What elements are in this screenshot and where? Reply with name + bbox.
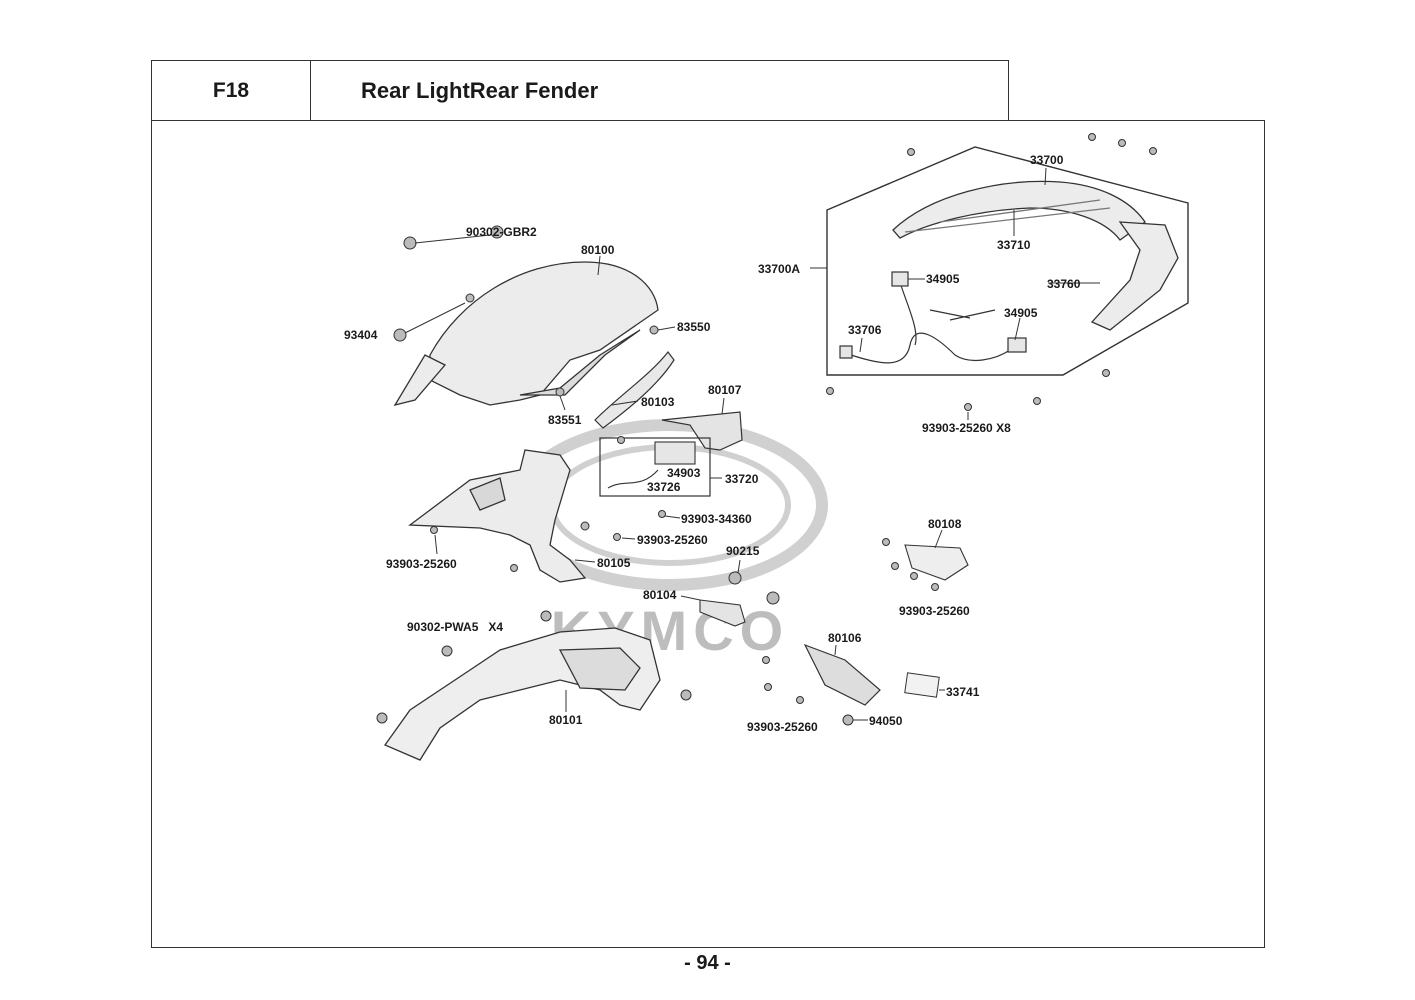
callout-93903-25260-left: 93903-25260 <box>386 557 457 571</box>
callout-93404: 93404 <box>344 328 378 342</box>
leader-lines <box>404 167 1100 721</box>
callout-90302-gbr2: 90302-GBR2 <box>466 225 537 239</box>
rear-light-harness <box>839 271 1027 364</box>
callout-34905-upper: 34905 <box>926 272 960 286</box>
rear-fender-lower <box>408 449 587 583</box>
rear-light-assembly-box <box>826 146 1189 376</box>
callout-93903-25260-x8: 93903-25260 X8 <box>922 421 1011 435</box>
callout-33741: 33741 <box>946 685 980 699</box>
rear-cover-upper <box>661 411 743 451</box>
callout-33710: 33710 <box>997 238 1031 252</box>
callout-33720: 33720 <box>725 472 759 486</box>
license-plate-holder <box>803 643 881 706</box>
license-light-wire <box>607 469 659 489</box>
fender-trim-strip <box>594 351 675 429</box>
callout-80105: 80105 <box>597 556 631 570</box>
callout-93903-25260-lower: 93903-25260 <box>747 720 818 734</box>
fasteners <box>376 133 1157 726</box>
callout-34903: 34903 <box>667 466 701 480</box>
callout-80104: 80104 <box>643 588 677 602</box>
callout-80107: 80107 <box>708 383 742 397</box>
license-light-housing <box>654 441 696 465</box>
callout-33700: 33700 <box>1030 153 1064 167</box>
rear-light-lens <box>892 180 1179 331</box>
callout-80103: 80103 <box>641 395 675 409</box>
callout-90302-pwa5: 90302-PWA5 X4 <box>407 620 504 634</box>
callout-80100: 80100 <box>581 243 615 257</box>
callout-33726: 33726 <box>647 480 681 494</box>
fender-bracket <box>699 599 746 627</box>
page-number: - 94 - <box>684 952 731 974</box>
reflector-plate <box>904 672 940 698</box>
callout-90215: 90215 <box>726 544 760 558</box>
rear-under-fender <box>384 627 661 761</box>
license-light-callout-box <box>599 437 711 497</box>
rear-fender-upper <box>393 261 659 407</box>
diagram-frame <box>151 120 1265 948</box>
callout-33706: 33706 <box>848 323 882 337</box>
callout-83550: 83550 <box>677 320 711 334</box>
callout-80108: 80108 <box>928 517 962 531</box>
callout-93903-34360: 93903-34360 <box>681 512 752 526</box>
callout-94050: 94050 <box>869 714 903 728</box>
callout-80106: 80106 <box>828 631 862 645</box>
section-title: Rear LightRear Fender <box>310 60 1009 121</box>
reflector-bracket-plate <box>904 544 969 581</box>
callout-33700a: 33700A <box>758 262 801 276</box>
callout-80101: 80101 <box>549 713 583 727</box>
callout-93903-25260-mid: 93903-25260 <box>637 533 708 547</box>
callout-33760: 33760 <box>1047 277 1081 291</box>
callout-83551: 83551 <box>548 413 582 427</box>
callout-34905-lower: 34905 <box>1004 306 1038 320</box>
callout-93903-25260-right: 93903-25260 <box>899 604 970 618</box>
